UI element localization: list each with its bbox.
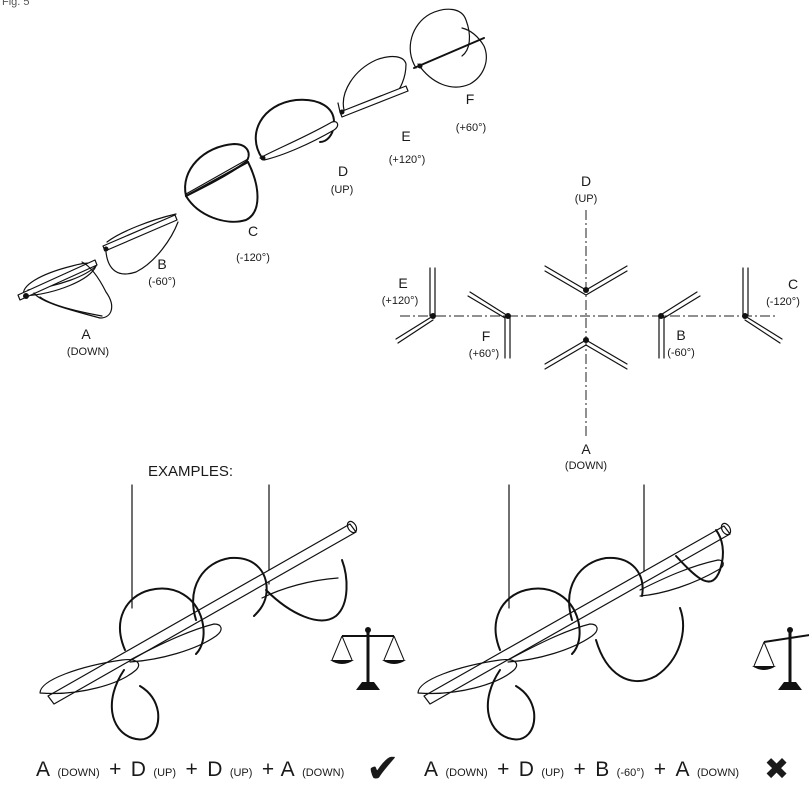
- key-marker-F-pos60: [467, 291, 511, 359]
- eq-right-term-4-letter: A: [675, 758, 689, 781]
- key-label-B: B: [676, 327, 685, 343]
- eq-left-term-3-note: (UP): [230, 767, 253, 779]
- seq-angle-D: (UP): [331, 184, 354, 196]
- example-right-assembly: [417, 484, 732, 741]
- eq-left-term-3-letter: D: [207, 758, 222, 781]
- eq-right-term-4-note: (DOWN): [697, 767, 739, 779]
- eq-left-term-2-note: (UP): [153, 767, 176, 779]
- eq-right-term-1-letter: A: [424, 758, 438, 781]
- eq-right-term-1-note: (DOWN): [445, 767, 487, 779]
- eq-left-term-2-letter: D: [131, 758, 146, 781]
- eq-right-term-3-note: (-60°): [617, 767, 645, 779]
- seq-angle-B: (-60°): [148, 276, 176, 288]
- example-right-equation: A (DOWN) + D (UP) + B (-60°) + A (DOWN): [424, 758, 739, 781]
- figure-label: Fig. 5: [2, 0, 30, 8]
- example-left-assembly: [39, 484, 358, 741]
- key-angle-A: (DOWN): [565, 460, 607, 472]
- petal-D-up: [254, 98, 339, 161]
- key-marker-A-down: [544, 337, 628, 370]
- eq-right-term-2-letter: D: [519, 758, 534, 781]
- eq-left-term-1-note: (DOWN): [57, 767, 99, 779]
- key-marker-E-pos120: [395, 267, 436, 344]
- key-angle-D: (UP): [575, 193, 598, 205]
- svg-text:A (DOWN) +: A (DOWN) + D (UP) + B (-60°) + A (DOWN): [424, 758, 739, 781]
- seq-label-F: F: [466, 91, 475, 107]
- eq-right-term-2-note: (UP): [541, 767, 564, 779]
- petal-C-neg120: [184, 143, 259, 223]
- svg-text:A (DOWN) +: A (DOWN) + D (UP) + D (UP) + A (DOWN): [36, 758, 344, 781]
- seq-label-C: C: [248, 223, 258, 239]
- eq-left-plus-2: +: [185, 758, 197, 781]
- key-marker-B-neg60: [658, 291, 701, 359]
- eq-left-term-4-note: (DOWN): [302, 767, 344, 779]
- key-angle-E: (+120°): [382, 295, 419, 307]
- eq-left-term-1-letter: A: [36, 758, 50, 781]
- seq-angle-A: (DOWN): [67, 346, 109, 358]
- seq-angle-E: (+120°): [389, 154, 426, 166]
- orientation-key-diagram: D (UP) A (DOWN) C (-120°) B (-60°) E (+1…: [382, 173, 800, 472]
- petal-B-neg60: [102, 213, 179, 275]
- key-label-D: D: [581, 173, 591, 189]
- key-label-F: F: [482, 328, 491, 344]
- examples-heading: EXAMPLES:: [148, 463, 233, 480]
- balance-scale-icon: [752, 627, 809, 690]
- key-angle-F: (+60°): [469, 348, 499, 360]
- eq-left-term-4-letter: A: [281, 758, 295, 781]
- seq-angle-C: (-120°): [236, 252, 270, 264]
- petal-F-pos60: [409, 8, 487, 88]
- key-marker-C-neg120: [742, 267, 783, 344]
- seq-label-B: B: [157, 256, 166, 272]
- eq-left-plus-1: +: [109, 758, 121, 781]
- check-mark-icon: ✔: [366, 747, 400, 784]
- seq-label-E: E: [401, 128, 410, 144]
- seq-label-D: D: [338, 163, 348, 179]
- example-left-equation: A (DOWN) + D (UP) + D (UP) + A (DOWN): [36, 758, 344, 781]
- key-label-C: C: [788, 276, 798, 292]
- key-marker-D-up: [544, 265, 628, 296]
- petal-A-down: [17, 259, 113, 319]
- eq-right-plus-1: +: [497, 758, 509, 781]
- seq-angle-F: (+60°): [456, 122, 486, 134]
- eq-right-term-3-letter: B: [595, 758, 609, 781]
- sequence-diagram: A (DOWN) B (-60°) C (-120°) D (UP) E (+1…: [17, 8, 487, 358]
- petal-E-pos120: [337, 55, 409, 118]
- key-label-A: A: [581, 441, 591, 457]
- key-angle-C: (-120°): [766, 296, 800, 308]
- key-label-E: E: [398, 275, 407, 291]
- cross-mark-icon: ✖: [764, 753, 789, 784]
- seq-label-A: A: [81, 326, 91, 342]
- balance-scale-icon: [330, 627, 406, 690]
- eq-left-plus-3: +: [262, 758, 274, 781]
- key-angle-B: (-60°): [667, 347, 695, 359]
- eq-right-plus-3: +: [654, 758, 666, 781]
- eq-right-plus-2: +: [573, 758, 585, 781]
